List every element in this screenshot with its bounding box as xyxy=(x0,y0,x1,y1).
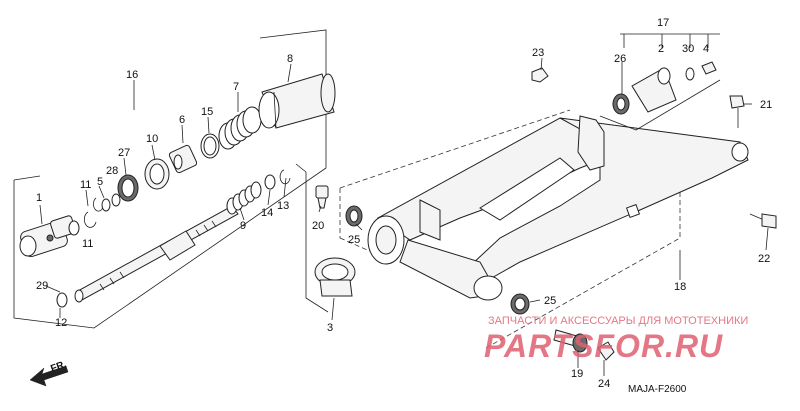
part-label: 23 xyxy=(532,47,544,59)
part-label: 20 xyxy=(312,220,324,232)
ring-29 xyxy=(56,292,68,308)
part-label: 14 xyxy=(261,207,273,219)
part-label: 7 xyxy=(233,81,239,93)
part-label: 4 xyxy=(703,43,709,55)
oil-seal-27 xyxy=(117,174,139,202)
part-label: 3 xyxy=(327,322,333,334)
part-label: 24 xyxy=(598,378,610,390)
part-label: 28 xyxy=(106,165,118,177)
part-label: 8 xyxy=(287,53,293,65)
part-label: 26 xyxy=(614,53,626,65)
part-label: 6 xyxy=(179,114,185,126)
bolt-21 xyxy=(729,95,745,128)
diagram-code: MAJA-F2600 xyxy=(628,384,687,395)
arrow-icon xyxy=(29,365,69,387)
part-label: 25 xyxy=(348,234,360,246)
boot-8 xyxy=(258,73,336,129)
part-label: 25 xyxy=(544,295,556,307)
ring-30 xyxy=(685,67,695,81)
part-label: 11 xyxy=(82,238,93,250)
ring-15 xyxy=(200,133,220,159)
bearing-25-upper xyxy=(345,205,363,227)
nut-24 xyxy=(597,341,615,361)
pivot-group-bracket xyxy=(295,163,329,313)
direction-label: FR. xyxy=(49,359,68,375)
front-direction-arrow: FR. xyxy=(29,359,69,387)
part-label: 5 xyxy=(97,176,103,188)
part-label: 9 xyxy=(240,220,246,232)
pivot-boot-3 xyxy=(314,257,356,297)
part-label: 12 xyxy=(55,317,67,329)
bushing-2 xyxy=(631,67,677,113)
washer-14 xyxy=(264,174,276,190)
nut-23 xyxy=(531,67,549,83)
part-label: 15 xyxy=(201,106,213,118)
universal-joint xyxy=(19,215,80,258)
watermark-brand: PARTSFOR.RU xyxy=(484,328,723,364)
bolt-22 xyxy=(749,213,777,229)
part-label: 21 xyxy=(760,99,772,111)
spring-9 xyxy=(226,181,262,215)
part-label: 30 xyxy=(682,43,694,55)
part-numbers: 1 2 3 4 5 6 7 8 9 10 11 11 12 13 14 15 1… xyxy=(36,17,772,390)
grease-fitting-20 xyxy=(315,185,329,209)
swingarm xyxy=(367,115,749,301)
bracket-group-17 xyxy=(599,33,721,131)
ring-26 xyxy=(612,93,630,115)
watermark-tagline: ЗАПЧАСТИ И АКСЕССУАРЫ ДЛЯ МОТОТЕХНИКИ xyxy=(488,315,748,327)
circlip-11-upper xyxy=(93,197,104,212)
part-label: 13 xyxy=(277,200,289,212)
washer-5 xyxy=(101,198,111,212)
washer-28 xyxy=(111,193,121,207)
part-label: 19 xyxy=(571,368,583,380)
part-label: 2 xyxy=(658,43,664,55)
part-label: 29 xyxy=(36,280,48,292)
nut-4 xyxy=(701,61,717,75)
spring-7 xyxy=(218,106,262,150)
part-label: 22 xyxy=(758,253,770,265)
part-label: 1 xyxy=(36,192,42,204)
part-label: 11 xyxy=(80,179,91,191)
part-label: 16 xyxy=(126,69,138,81)
leader-lines xyxy=(39,57,769,376)
bearing-25-lower xyxy=(510,293,530,315)
part-label: 10 xyxy=(146,133,158,145)
bearing-10 xyxy=(144,158,170,190)
part-label: 17 xyxy=(657,17,669,29)
drive-shaft xyxy=(74,205,239,303)
part-label: 18 xyxy=(674,281,686,293)
driveshaft-group-outline xyxy=(13,29,327,329)
watermark: ЗАПЧАСТИ И АКСЕССУАРЫ ДЛЯ МОТОТЕХНИКИ PA… xyxy=(484,315,748,364)
circlip-11-lower xyxy=(83,211,97,228)
clip-13 xyxy=(279,169,291,185)
pivot-bolt-19 xyxy=(553,329,588,353)
part-label: 27 xyxy=(118,147,130,159)
damper-cam-6 xyxy=(168,144,198,174)
